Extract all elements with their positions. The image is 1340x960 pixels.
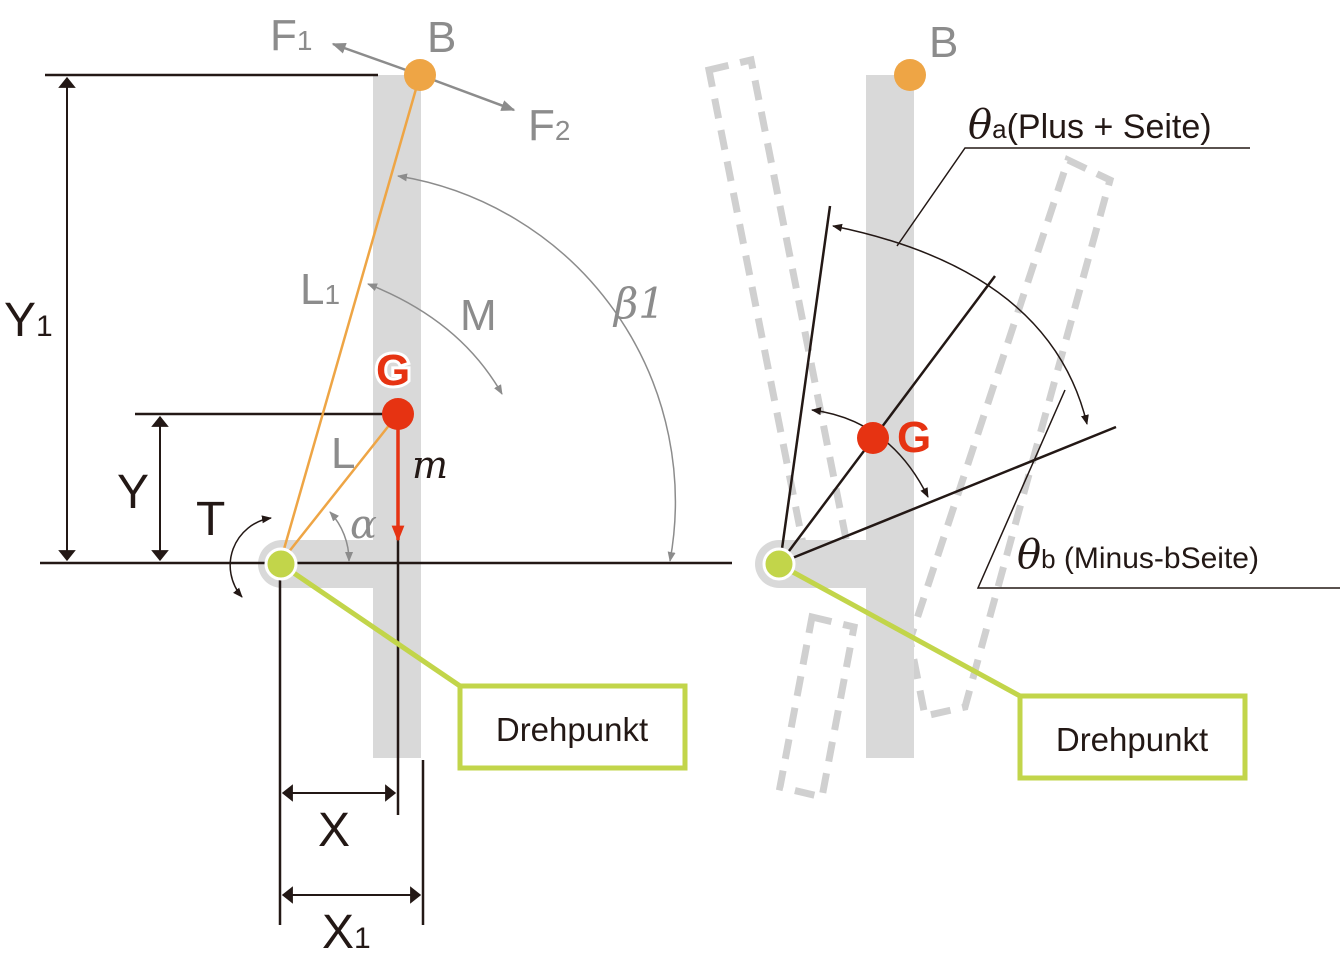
minus-limit-line [779,425,1117,565]
theta-a-leader [896,147,1250,247]
dim-y-label: Y [117,466,149,519]
force-f2-arrow [419,73,516,112]
moment-m-arc [367,283,503,395]
dim-x-label: X [318,804,350,857]
swing-arc [832,223,1089,425]
pivot-dot [264,547,298,581]
torque-arc [229,515,272,598]
dim-x1-label: X1 [322,906,371,959]
angle-alpha-label: α [350,502,377,548]
point-b-dot [404,59,436,91]
force-f1-label: F1 [270,11,312,60]
ghost-bar-plus [704,55,852,559]
pivot-label-r: Drehpunkt [1056,721,1208,758]
pivot-leader-line [280,562,462,689]
length-l-label: L [331,429,355,478]
pivot-dot-r [762,547,796,581]
right-diagram: B G θa(Plus + Seite) θb (Minus-bSeite) D… [704,18,1340,802]
dim-y1-label: Y1 [4,294,53,347]
point-b-label-r: B [929,18,958,67]
theta-a-label: θa(Plus + Seite) [968,102,1212,148]
ghost-bar-minus [906,155,1115,721]
center-g-label: G [376,346,410,395]
angle-beta1-label: β1 [612,279,665,328]
length-l-line [279,413,399,564]
center-g-label-r: G [897,413,931,462]
torque-t-label: T [196,493,225,546]
left-diagram: Drehpunkt B F1 F2 Y1 Y T X X1 L1 L M β1 … [4,11,732,959]
alpha-arc [329,511,354,562]
point-b-label: B [427,13,456,62]
beta1-arc [397,173,677,562]
pivot-leader-line-r [778,562,1022,699]
mass-m-label: m [412,443,448,487]
theta-b-label: θb (Minus-bSeite) [1017,532,1259,578]
center-g-dot-r [857,422,889,454]
center-g-dot [382,398,414,430]
length-l1-label: L1 [300,265,340,314]
pivot-label: Drehpunkt [496,711,648,748]
point-b-dot-r [894,59,926,91]
force-f2-label: F2 [528,101,570,150]
ghost-bar-plus-lower [775,612,859,802]
pivot-label-box-r [1017,693,1248,781]
plus-limit-line [778,205,832,564]
length-l1-line [278,74,422,564]
theta-b-leader [976,389,1340,589]
pivot-label-box [457,683,688,771]
moment-m-label: M [460,291,497,340]
